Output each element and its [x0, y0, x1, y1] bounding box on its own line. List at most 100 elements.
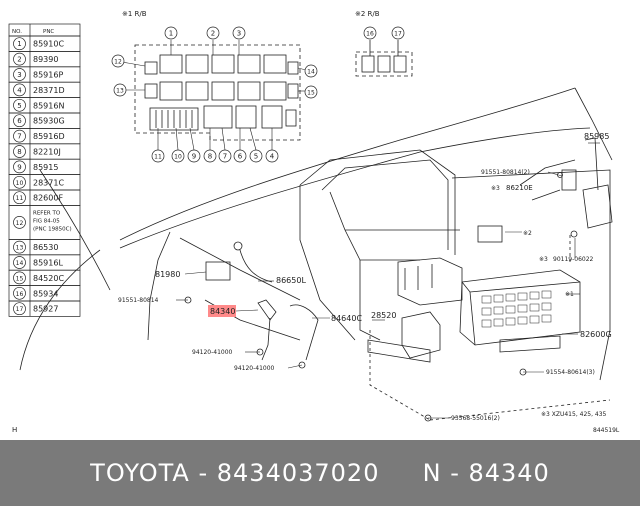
row-number-circle — [13, 83, 26, 97]
relay-block-1 — [134, 44, 301, 141]
row-number-circle — [13, 240, 26, 254]
row-number-circle — [13, 114, 26, 128]
svg-text:17: 17 — [394, 31, 402, 38]
row-pnc: 82210J — [33, 148, 61, 157]
label-91551-2: 91551-80814(2) — [481, 169, 530, 176]
row-pnc: 28371D — [33, 86, 65, 95]
row-number: 17 — [16, 306, 24, 313]
label-90119-mark: ※3 — [539, 256, 548, 263]
row-number-circle — [13, 216, 26, 229]
label-90119: 90119-06022 — [553, 256, 594, 263]
svg-text:1: 1 — [169, 30, 173, 38]
callout-16: 16 — [363, 26, 377, 40]
row-number: 14 — [16, 260, 24, 267]
row-number-circle — [13, 191, 26, 205]
svg-text:5: 5 — [254, 153, 258, 161]
svg-text:10: 10 — [174, 154, 182, 161]
row-number-circle — [13, 271, 26, 285]
svg-text:6: 6 — [238, 153, 243, 161]
part-number-banner: TOYOTA - 8434037020 N - 84340 — [0, 440, 640, 506]
row-number-circle — [13, 37, 26, 51]
row-number: 12 — [16, 220, 24, 227]
row-number-circle — [13, 286, 26, 300]
part-84340-highlight — [208, 305, 236, 317]
callout-12: 12 — [111, 54, 125, 68]
table-row: 3 85916P — [8, 66, 81, 83]
relay-block-1-title: ※1 R/B — [122, 10, 147, 18]
label-leaders — [176, 142, 600, 419]
svg-text:9: 9 — [192, 153, 196, 161]
row-number-circle — [13, 256, 26, 269]
row-number: 1 — [17, 40, 21, 48]
svg-text:16: 16 — [366, 31, 374, 38]
callout-17: 17 — [391, 26, 405, 40]
label-91551: 91551-80814 — [118, 297, 159, 304]
row-number: 9 — [17, 163, 21, 171]
part-labels: 85985 91551-80814(2) ※3 86210E ※2 ※3 901… — [12, 132, 620, 434]
row-number-circle — [13, 175, 26, 189]
row-number-circle — [13, 52, 26, 66]
table-header-no: NO. — [12, 29, 22, 35]
label-85985: 85985 — [584, 132, 609, 141]
label-86210e: 86210E — [506, 184, 533, 192]
relay-block-2-title: ※2 R/B — [355, 10, 380, 18]
table-row: 6 85930G — [8, 112, 81, 129]
label-86210e-mark: ※3 — [491, 185, 500, 192]
svg-text:15: 15 — [307, 90, 315, 97]
row-pnc: 82600F — [33, 194, 63, 203]
row-number: 10 — [16, 180, 24, 187]
callout-4: 4 — [265, 149, 279, 163]
row-pnc: 85910C — [33, 40, 64, 49]
row-number-circle — [13, 68, 26, 81]
row-number-circle — [13, 302, 26, 316]
dashboard-drawing — [19, 87, 613, 422]
svg-text:11: 11 — [154, 154, 162, 161]
callout-10: 10 — [171, 149, 185, 163]
table-header-pnc: PNC — [43, 29, 54, 35]
callout-9: 9 — [187, 149, 201, 163]
figure-code: 844519L — [593, 427, 620, 434]
row-pnc: 84520C — [33, 274, 64, 283]
callout-14: 14 — [304, 64, 318, 78]
svg-text:8: 8 — [208, 153, 212, 161]
row-pnc: 89390 — [33, 55, 58, 64]
label-82600g: 82600G — [580, 330, 612, 339]
row-number-circle — [13, 160, 26, 174]
table-row: 1 85910C — [8, 35, 81, 52]
callout-5: 5 — [249, 149, 263, 163]
callout-1: 1 — [164, 26, 178, 40]
label-28520: 28520 — [371, 311, 396, 320]
label-mark-1: ※1 — [565, 291, 574, 298]
row-pnc: 85930G — [33, 117, 65, 126]
label-84640c: 84640C — [331, 314, 362, 323]
row-pnc: 85915 — [33, 163, 58, 172]
row-number: 16 — [16, 291, 24, 298]
label-mark-2: ※2 — [523, 230, 532, 237]
row-number: 3 — [17, 71, 21, 79]
note-text: ※3 XZU415, 425, 435 — [541, 411, 607, 418]
label-94120-b: 94120-41000 — [234, 365, 275, 372]
table-row: 15 84520C — [8, 269, 81, 286]
row-pnc: 85916L — [33, 259, 63, 268]
label-84340: 84340 — [210, 307, 235, 316]
svg-text:14: 14 — [307, 69, 315, 76]
callout-6: 6 — [233, 149, 247, 163]
row-number-circle — [13, 98, 26, 112]
row-number: 4 — [17, 86, 22, 94]
row-number: 15 — [16, 275, 24, 282]
row-number-circle — [13, 129, 26, 143]
row-pnc: 85927 — [33, 305, 58, 314]
relay-block-2 — [355, 40, 413, 77]
row-number: 6 — [17, 117, 22, 125]
row-pnc: 85916D — [33, 132, 65, 141]
row-pnc: 85916P — [33, 71, 63, 80]
row-number: 7 — [17, 133, 21, 141]
